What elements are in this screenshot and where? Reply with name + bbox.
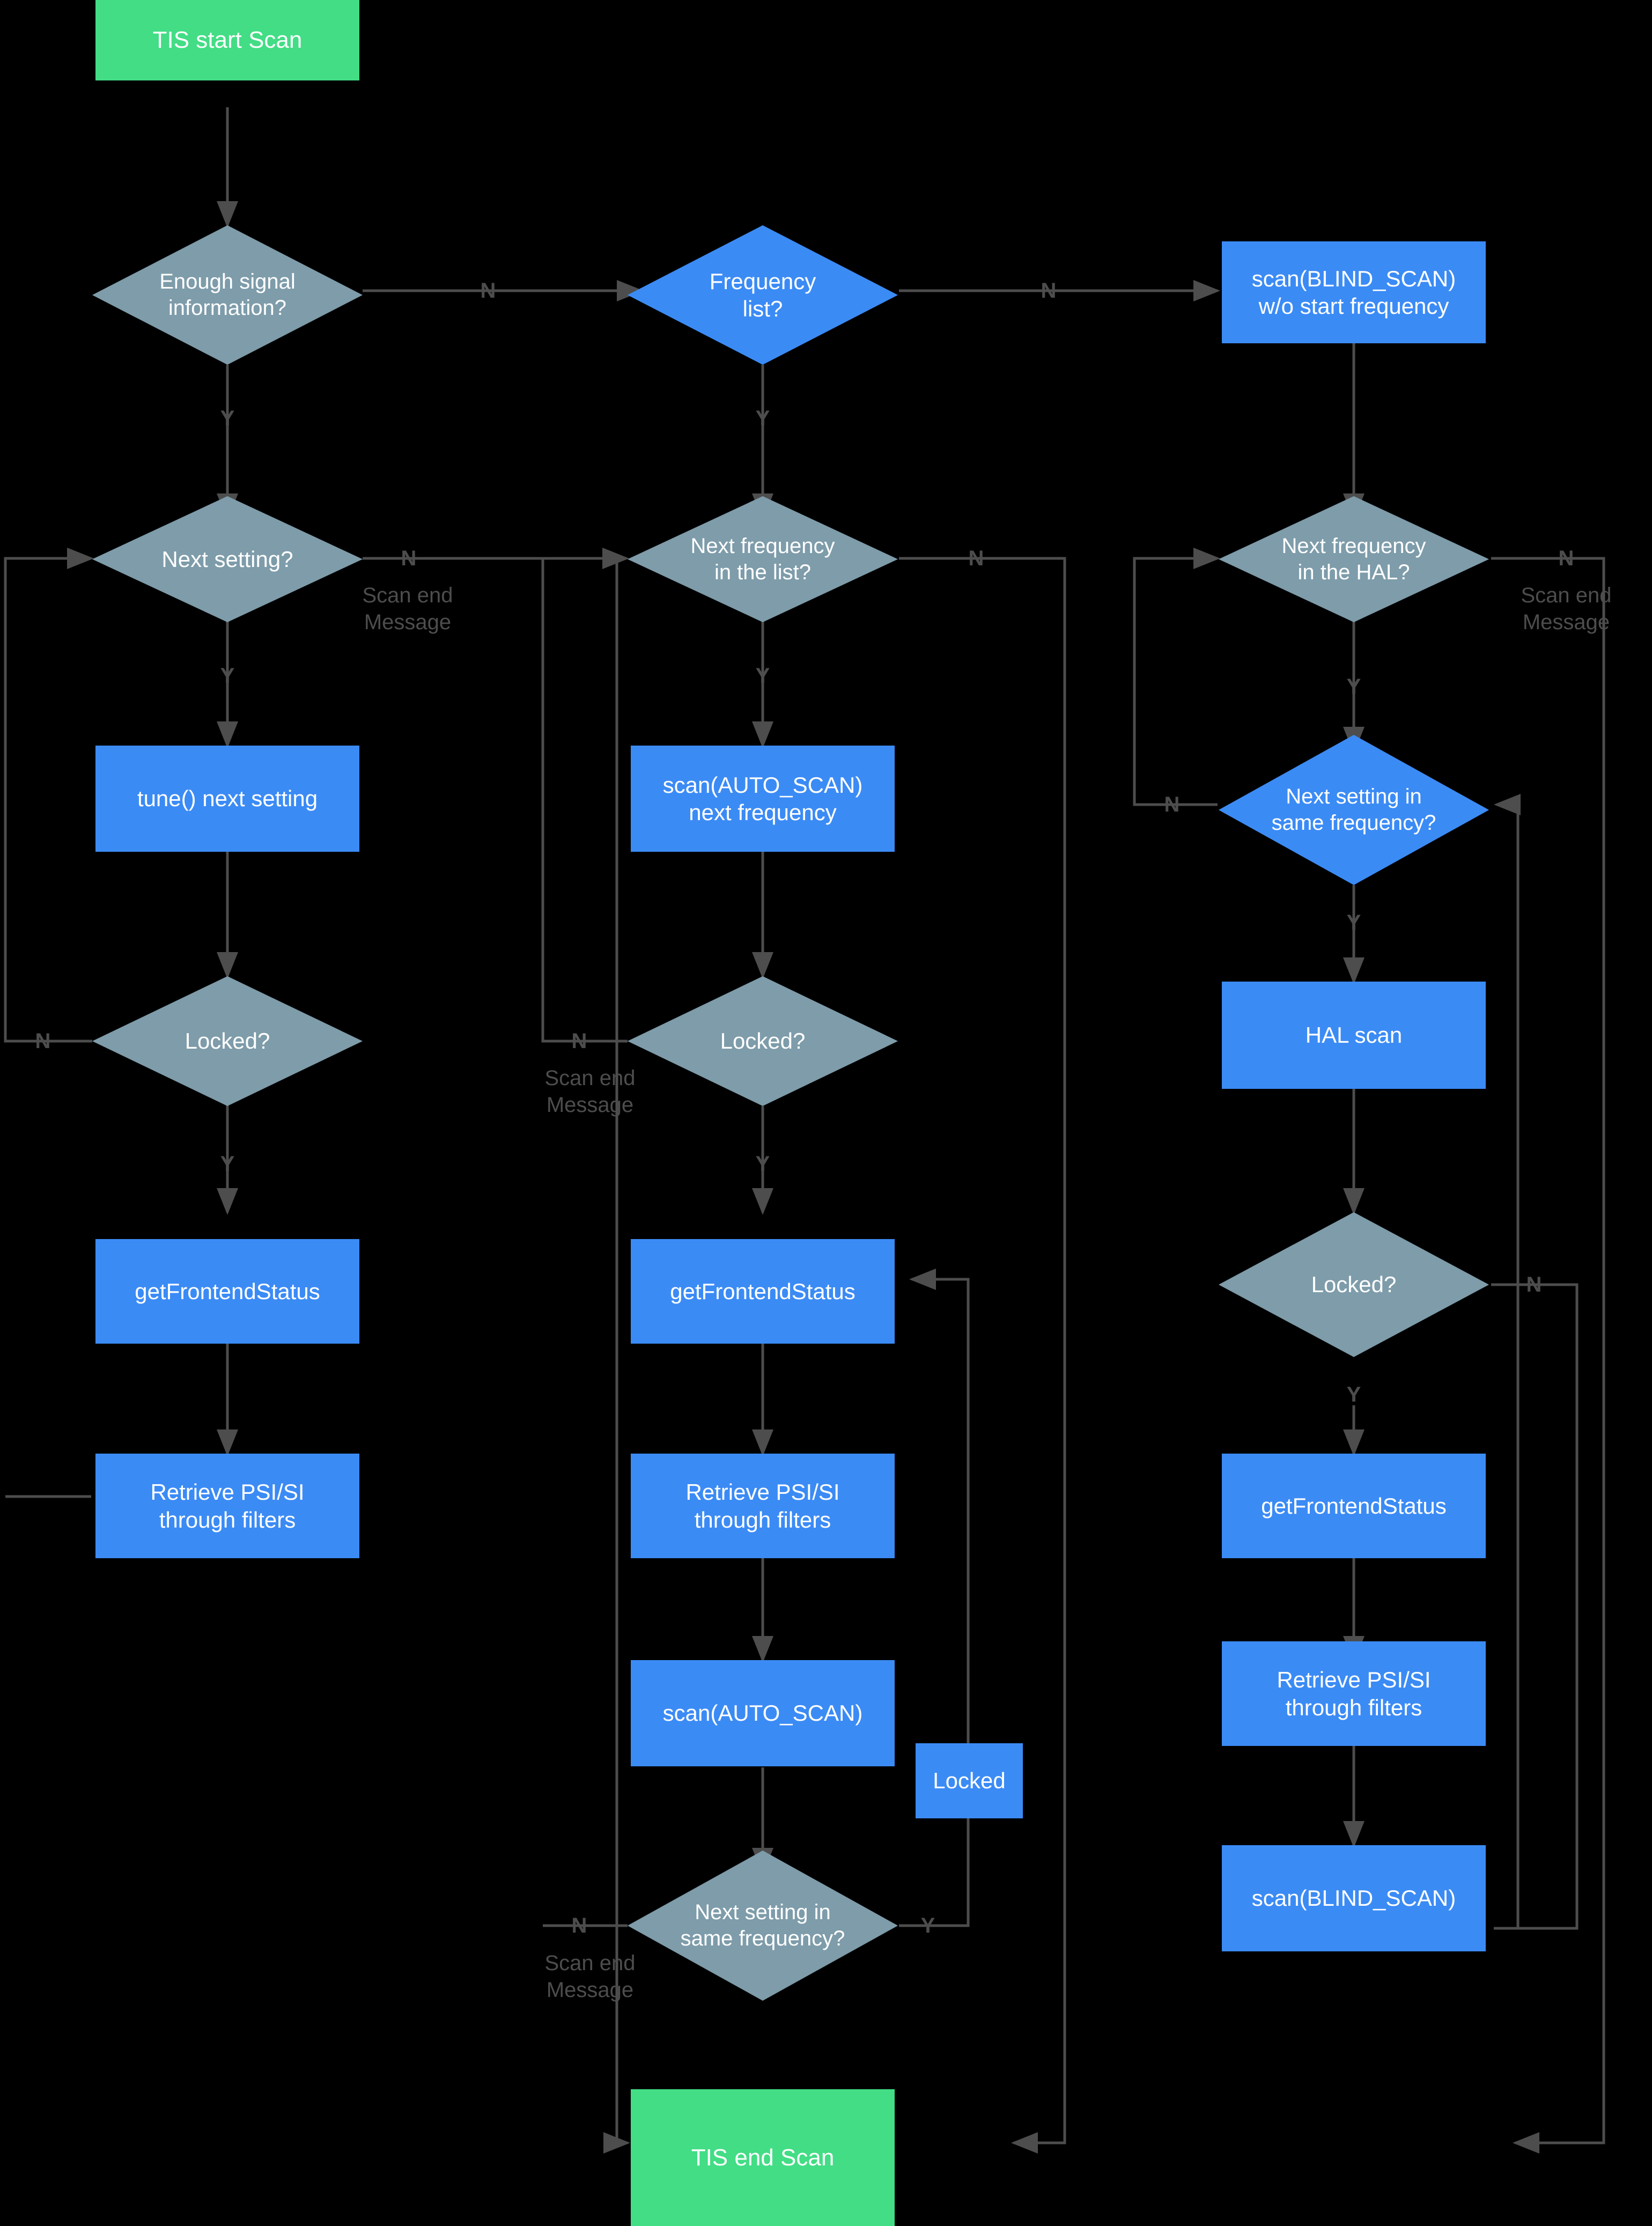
edge-label-locked-left-Y: Y <box>220 1152 235 1176</box>
node-locked-tag[interactable]: Locked <box>916 1743 1023 1818</box>
edge-label-freqlist-Y: Y <box>755 406 770 430</box>
edge-lockedm-N-loop <box>541 548 629 1043</box>
node-label: getFrontendStatus <box>1261 1493 1447 1519</box>
diamond-shape <box>92 976 363 1106</box>
node-scan-blind-scan-wo-start-frequency[interactable]: scan(BLIND_SCAN) w/o start frequency <box>1222 241 1486 343</box>
node-label: getFrontendStatus <box>135 1278 320 1304</box>
edge-label-nextsetting-right-Y: Y <box>1346 910 1361 934</box>
node-label: Locked? <box>185 1028 270 1054</box>
node-tis-start-scan[interactable]: TIS start Scan <box>95 0 359 80</box>
node-scan-auto-scan[interactable]: scan(AUTO_SCAN) <box>631 1660 895 1766</box>
edge-label-nextfreq-list-N: N <box>968 546 984 570</box>
node-retrieve-psi-si-left[interactable]: Retrieve PSI/SI through filters <box>95 1454 359 1558</box>
node-label: Retrieve PSI/SI through filters <box>1277 1667 1431 1720</box>
edge-label-locked-right-Y: Y <box>1346 1382 1361 1406</box>
node-label: scan(BLIND_SCAN) w/o start frequency <box>1251 266 1456 319</box>
node-hal-scan[interactable]: HAL scan <box>1222 982 1486 1089</box>
edge-label-locked-middle-N: N <box>571 1029 587 1053</box>
edge-note-scan-end-message-left: Scan end Message <box>362 584 453 634</box>
node-locked-left[interactable]: Locked? <box>92 976 363 1106</box>
node-retrieve-psi-si-middle[interactable]: Retrieve PSI/SI through filters <box>631 1454 895 1558</box>
node-next-frequency-in-list[interactable]: Next frequency in the list? <box>628 496 898 622</box>
node-label: TIS end Scan <box>691 2144 835 2171</box>
node-label: Retrieve PSI/SI through filters <box>685 1479 840 1532</box>
diamond-shape <box>628 225 898 365</box>
node-label: scan(AUTO_SCAN) <box>662 1700 863 1726</box>
node-enough-signal-information[interactable]: Enough signal information? <box>92 225 363 365</box>
node-label: tune() next setting <box>137 786 318 812</box>
edge-next-setting-N-end <box>363 557 630 2154</box>
diamond-shape <box>1219 1212 1489 1357</box>
node-get-frontend-status-left[interactable]: getFrontendStatus <box>95 1239 359 1344</box>
edge-label-freqlist-N: N <box>1041 278 1057 303</box>
node-locked-right[interactable]: Locked? <box>1219 1212 1489 1357</box>
edge-note-scan-end-message-right: Scan end Message <box>1521 584 1612 634</box>
node-get-frontend-status-middle[interactable]: getFrontendStatus <box>631 1239 895 1344</box>
edge-blindscan-nextsettingr <box>1494 794 1521 1930</box>
node-label: Next frequency in the list? <box>690 534 835 584</box>
node-frequency-list[interactable]: Frequency list? <box>628 225 898 365</box>
diamond-shape <box>92 225 363 365</box>
edge-label-next-setting-Y: Y <box>220 664 235 688</box>
edge-lockedr-N-blindscan <box>1491 1283 1579 1930</box>
edge-nextsettingm-Y-gfsm <box>899 1269 970 1927</box>
node-label: Locked? <box>1311 1272 1397 1298</box>
diamond-shape <box>1219 735 1489 885</box>
diamond-shape <box>628 496 898 622</box>
edge-label-nextsetting-middle-Y: Y <box>920 1913 935 1937</box>
node-label: Next setting in same frequency? <box>1271 785 1436 835</box>
node-label: HAL scan <box>1305 1022 1403 1048</box>
node-label: Locked <box>933 1768 1006 1794</box>
node-label: scan(AUTO_SCAN) next frequency <box>662 772 863 825</box>
edge-nextsettingr-N-loop <box>1133 548 1220 806</box>
node-next-setting-same-frequency-right[interactable]: Next setting in same frequency? <box>1219 735 1489 885</box>
edge-label-locked-right-N: N <box>1526 1272 1542 1296</box>
node-scan-blind-scan[interactable]: scan(BLIND_SCAN) <box>1222 1845 1486 1951</box>
edge-label-nextfreq-hal-Y: Y <box>1346 674 1361 698</box>
node-label: Locked? <box>720 1028 806 1054</box>
node-locked-middle[interactable]: Locked? <box>628 976 898 1106</box>
edge-label-nextsetting-middle-N: N <box>571 1913 587 1937</box>
edge-label-nextfreq-list-Y: Y <box>755 664 770 688</box>
edge-note-scan-end-message-middle-2: Scan end Message <box>544 1951 636 2002</box>
node-next-setting[interactable]: Next setting? <box>92 496 363 622</box>
node-tune-next-setting[interactable]: tune() next setting <box>95 746 359 852</box>
node-label: Next frequency in the HAL? <box>1281 534 1426 584</box>
edge-label-nextfreq-hal-N: N <box>1558 546 1574 570</box>
node-label: Retrieve PSI/SI through filters <box>150 1479 305 1532</box>
edge-label-nextsetting-right-N: N <box>1164 792 1180 816</box>
node-label: getFrontendStatus <box>670 1278 856 1304</box>
edge-label-enough-Y: Y <box>220 406 235 430</box>
node-label: Enough signal information? <box>159 270 296 320</box>
edge-nextfreqhal-N-end <box>1491 557 1605 2154</box>
node-retrieve-psi-si-right[interactable]: Retrieve PSI/SI through filters <box>1222 1641 1486 1746</box>
node-label: Frequency list? <box>709 268 816 321</box>
node-label: Next setting? <box>161 546 293 572</box>
diamond-shape <box>628 1851 898 2001</box>
diamond-shape <box>1219 496 1489 622</box>
node-next-setting-same-frequency-middle[interactable]: Next setting in same frequency? <box>628 1851 898 2001</box>
node-next-frequency-in-hal[interactable]: Next frequency in the HAL? <box>1219 496 1489 622</box>
node-get-frontend-status-right[interactable]: getFrontendStatus <box>1222 1454 1486 1558</box>
node-label: TIS start Scan <box>152 27 303 54</box>
node-scan-auto-scan-next-frequency[interactable]: scan(AUTO_SCAN) next frequency <box>631 746 895 852</box>
edge-label-next-setting-N: N <box>401 546 417 570</box>
node-label: scan(BLIND_SCAN) <box>1251 1885 1456 1911</box>
diamond-shape <box>628 976 898 1106</box>
edge-note-scan-end-message-middle: Scan end Message <box>544 1066 636 1117</box>
edge-label-enough-N: N <box>480 278 496 303</box>
edge-label-locked-left-N: N <box>35 1029 51 1053</box>
node-label: Next setting in same frequency? <box>680 1900 845 1950</box>
edge-locked-N-loop <box>4 548 94 1043</box>
edge-nextfreq-N-end <box>899 557 1066 2154</box>
node-tis-end-scan[interactable]: TIS end Scan <box>631 2089 895 2226</box>
edge-label-locked-middle-Y: Y <box>755 1152 770 1176</box>
diamond-shape <box>92 496 363 622</box>
